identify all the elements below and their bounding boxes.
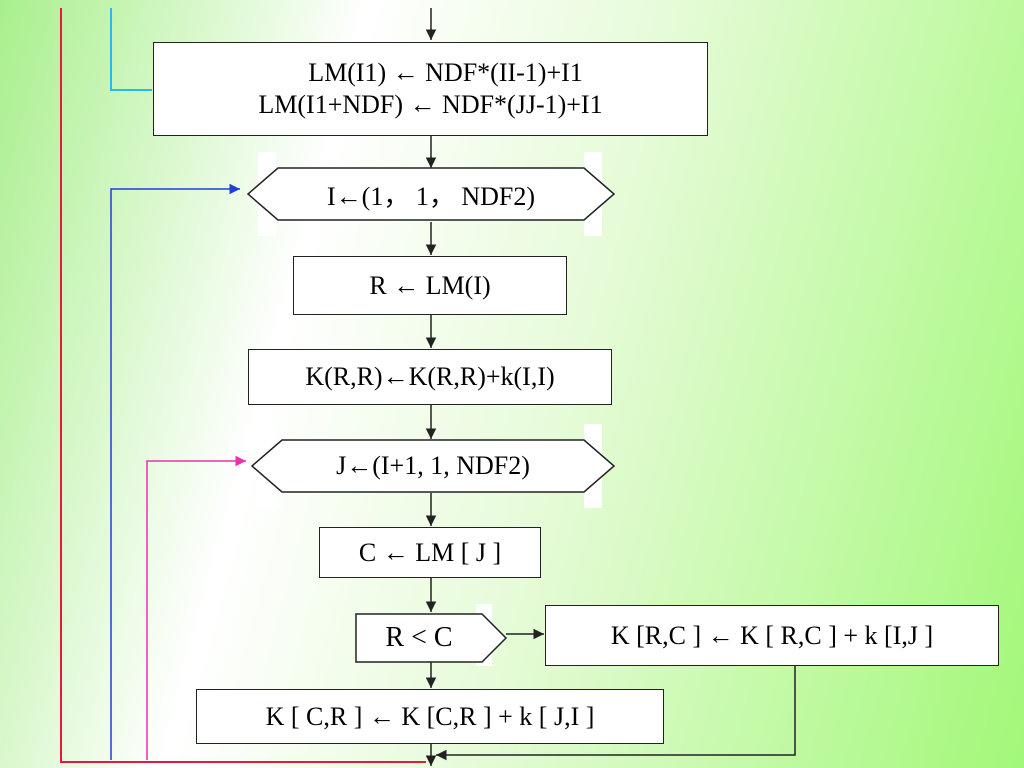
compare-label: R < C	[385, 622, 453, 653]
assign-r-box: R ← LM(I)	[293, 256, 567, 315]
update-krc-box: K [R,C ] ← K [ R,C ] + k [I,J ]	[545, 605, 999, 666]
loop-j-return-line	[146, 455, 246, 760]
loop-line-cyan	[110, 8, 152, 91]
assign-c-box: C ← LM [ J ]	[319, 527, 541, 578]
assign-lm-line2: LM(I1+NDF) ← NDF*(JJ-1)+I1	[258, 90, 603, 119]
assign-lm-line1: LM(I1) ← NDF*(II-1)+I1	[308, 58, 583, 87]
update-krr-box: K(R,R)←K(R,R)+k(I,I)	[248, 349, 612, 405]
compare-shape	[355, 613, 508, 663]
update-kcr-box: K [ C,R ] ← K [C,R ] + k [ J,I ]	[196, 689, 664, 744]
loop-j-label: J←(I+1, 1, NDF2)	[336, 451, 530, 480]
outer-loop-line-red	[60, 8, 426, 763]
loop-i-shape	[246, 167, 616, 221]
arrow-branch-merge	[436, 666, 796, 761]
assign-lm-box: LM(I1) ← NDF*(II-1)+I1 LM(I1+NDF) ← NDF*…	[153, 42, 708, 136]
loop-i-label: I←(1， 1， NDF2)	[327, 181, 535, 211]
loop-j-shape	[250, 439, 616, 493]
loop-i-return-line	[110, 183, 240, 760]
